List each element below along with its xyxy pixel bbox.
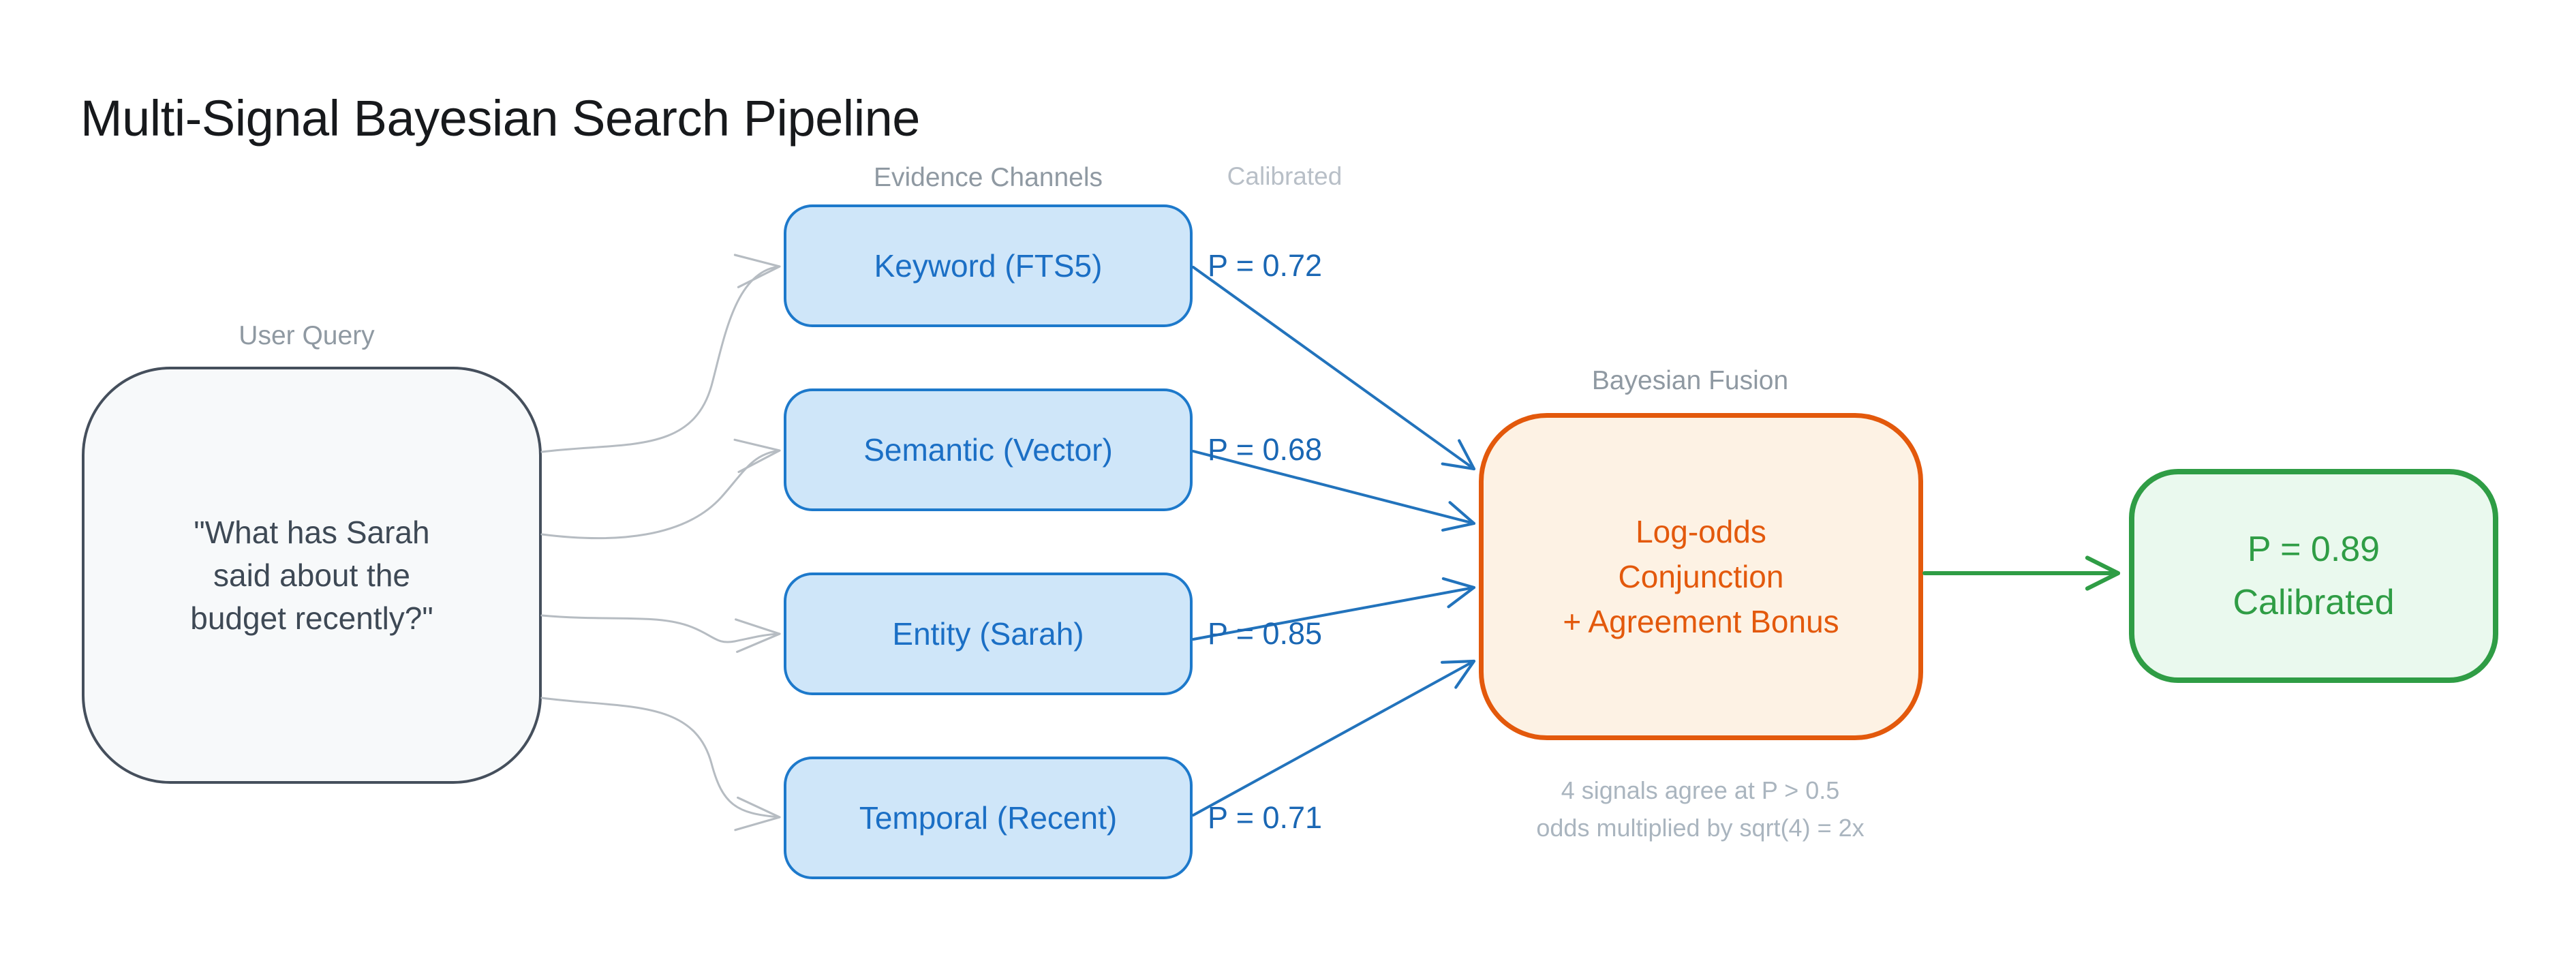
bayesian-fusion-section-label: Bayesian Fusion xyxy=(1591,366,1789,395)
p-value-label-semantic: P = 0.68 xyxy=(1208,432,1323,467)
fusion-line: + Agreement Bonus xyxy=(1563,604,1839,639)
channel-node-semantic: Semantic (Vector) xyxy=(784,388,1193,511)
p-value-label-keyword: P = 0.72 xyxy=(1208,248,1323,283)
p-value-label-temporal: P = 0.71 xyxy=(1208,800,1323,835)
channel-label: Entity (Sarah) xyxy=(892,616,1084,652)
fusion-footnote-line: 4 signals agree at P > 0.5 xyxy=(1561,776,1840,804)
fusion-footnote: 4 signals agree at P > 0.5 odds multipli… xyxy=(1496,772,1905,846)
channel-node-temporal: Temporal (Recent) xyxy=(784,757,1193,879)
edge-query-to-keyword xyxy=(540,254,781,453)
output-line: Calibrated xyxy=(2233,583,2395,622)
channel-node-keyword: Keyword (FTS5) xyxy=(784,204,1193,327)
channel-node-entity: Entity (Sarah) xyxy=(784,573,1193,695)
channel-label: Keyword (FTS5) xyxy=(874,248,1103,284)
user-query-section-label: User Query xyxy=(239,321,375,350)
fusion-footnote-line: odds multiplied by sqrt(4) = 2x xyxy=(1536,814,1865,842)
query-line: "What has Sarah xyxy=(194,514,430,550)
diagram-title: Multi-Signal Bayesian Search Pipeline xyxy=(80,90,920,147)
query-line: budget recently?" xyxy=(190,600,433,636)
channel-label: Semantic (Vector) xyxy=(863,432,1113,468)
evidence-channels-section-label: Evidence Channels xyxy=(873,163,1103,192)
bayesian-fusion-node: Log-odds Conjunction + Agreement Bonus xyxy=(1479,413,1923,740)
edge-query-to-entity xyxy=(540,614,781,654)
output-line: P = 0.89 xyxy=(2247,530,2380,569)
edge-query-to-temporal xyxy=(540,697,781,832)
query-line: said about the xyxy=(213,557,410,593)
output-probability-node: P = 0.89 Calibrated xyxy=(2129,469,2498,683)
fusion-line: Conjunction xyxy=(1618,559,1784,594)
user-query-node: "What has Sarah said about the budget re… xyxy=(82,367,542,784)
fusion-line: Log-odds xyxy=(1636,514,1766,549)
edge-query-to-semantic xyxy=(540,438,781,540)
channel-label: Temporal (Recent) xyxy=(859,800,1118,836)
calibrated-column-label: Calibrated xyxy=(1227,162,1343,190)
p-value-label-entity: P = 0.85 xyxy=(1208,616,1323,651)
edge-temporal-to-fusion xyxy=(1192,659,1476,817)
